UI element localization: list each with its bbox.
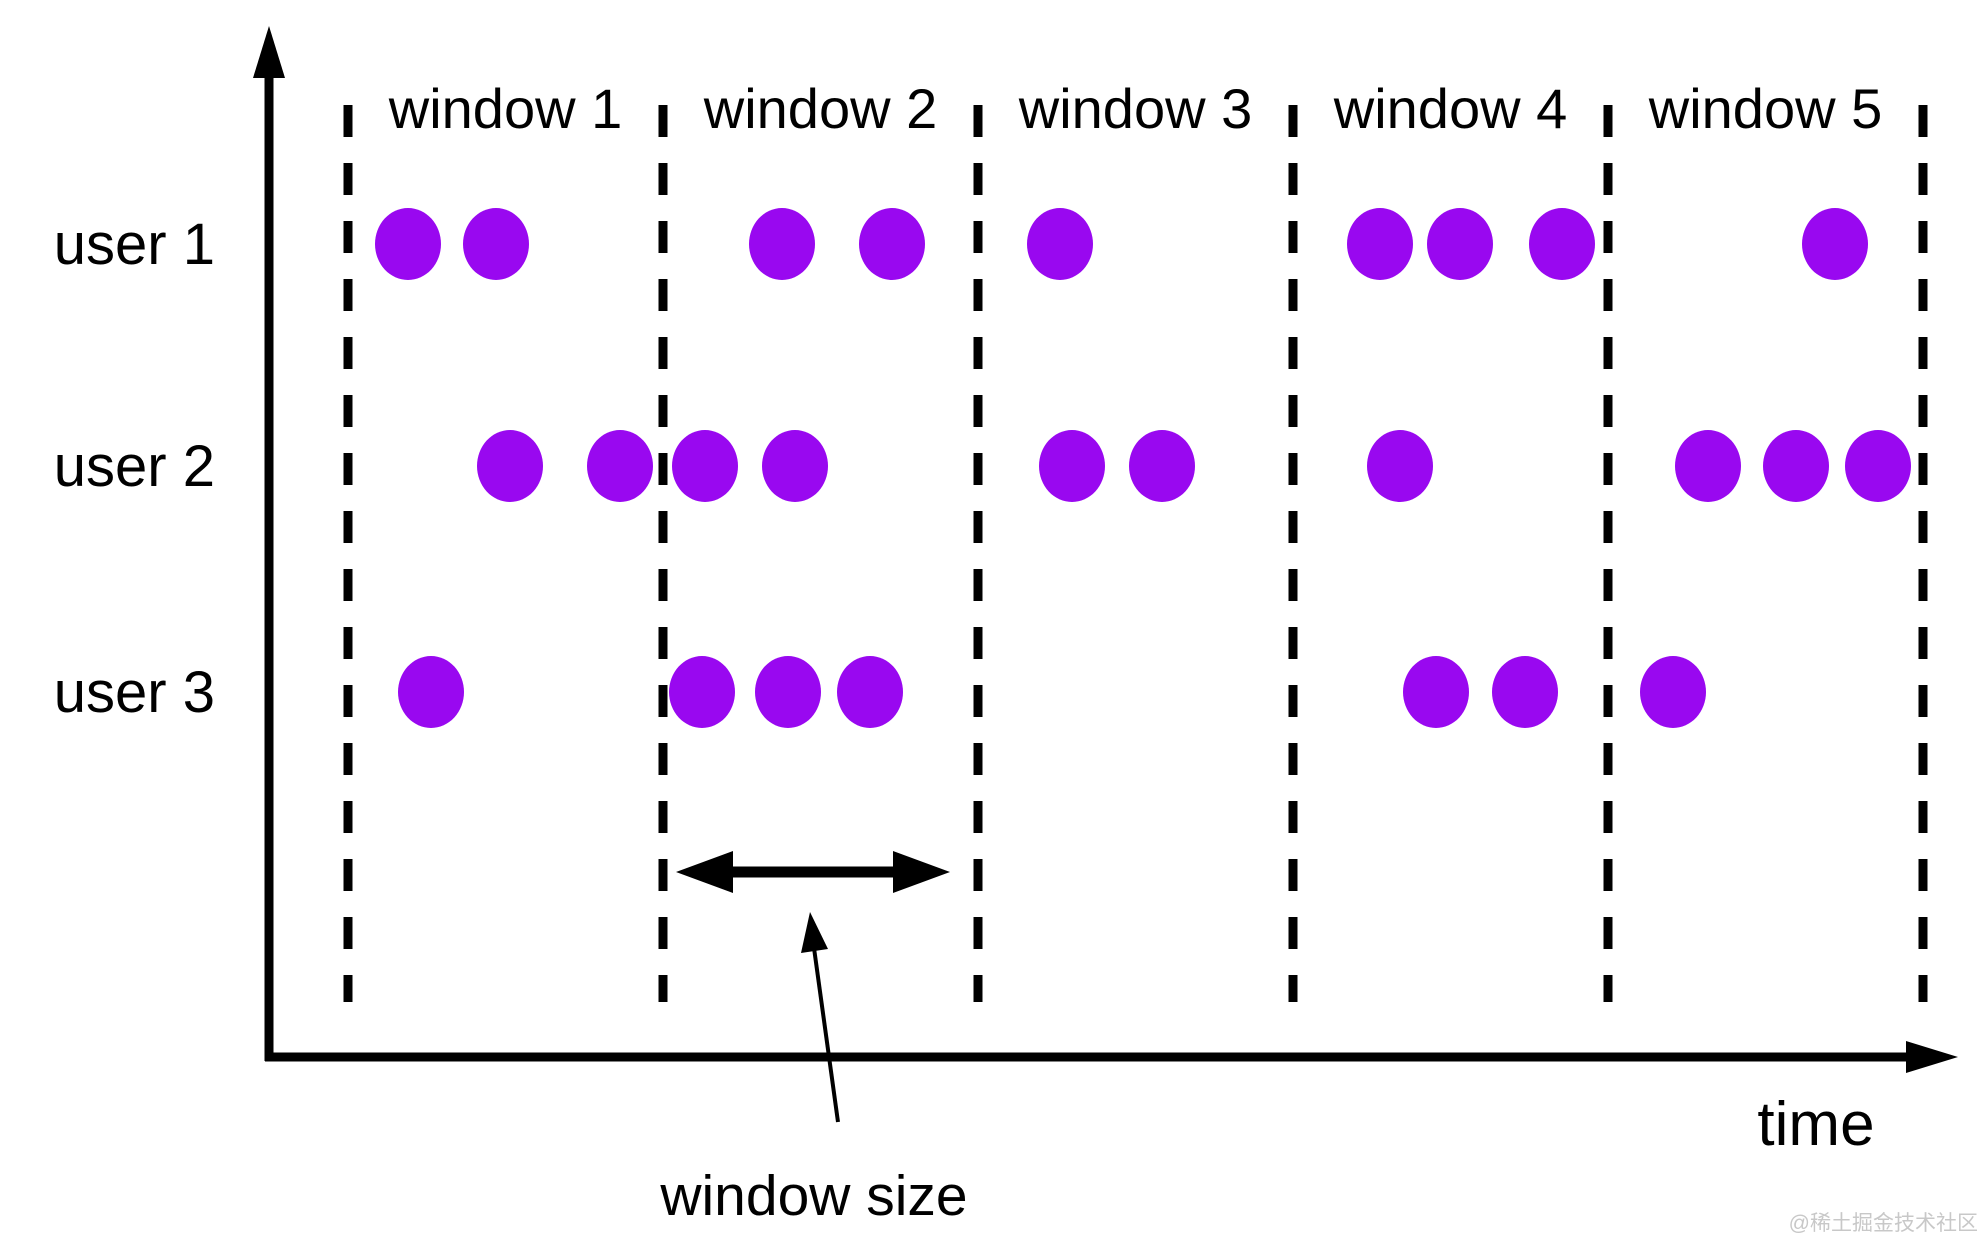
window-label-5: window 5 [1648, 77, 1882, 140]
event-dot-user-1 [1529, 208, 1595, 280]
window-label-2: window 2 [703, 77, 937, 140]
event-dot-user-2 [1129, 430, 1195, 502]
user-label-3: user 3 [54, 660, 215, 725]
window-size-arrow-right-head-icon [893, 851, 950, 893]
x-axis-arrowhead-icon [1906, 1041, 1958, 1073]
event-dot-user-3 [837, 656, 903, 728]
event-dot-user-2 [1367, 430, 1433, 502]
event-dot-user-1 [375, 208, 441, 280]
user-label-2: user 2 [54, 434, 215, 499]
y-axis-arrowhead-icon [253, 26, 285, 78]
window-size-label: window size [659, 1164, 967, 1228]
event-dot-user-1 [1802, 208, 1868, 280]
window-size-arrow-left-head-icon [676, 851, 733, 893]
window-label-1: window 1 [388, 77, 622, 140]
event-dot-user-1 [859, 208, 925, 280]
window-boundaries-group [343, 105, 1928, 1002]
event-dot-user-3 [398, 656, 464, 728]
window-labels-group: window 1 window 2 window 3 window 4 window 5 [388, 77, 1882, 140]
event-dot-user-1 [463, 208, 529, 280]
event-dot-user-3 [669, 656, 735, 728]
event-dot-user-1 [1027, 208, 1093, 280]
event-dots-group [375, 208, 1911, 728]
watermark-text: @稀土掘金技术社区 [1789, 1212, 1978, 1235]
event-dot-user-2 [762, 430, 828, 502]
event-dot-user-2 [587, 430, 653, 502]
window-label-4: window 4 [1333, 77, 1567, 140]
event-dot-user-1 [1427, 208, 1493, 280]
event-dot-user-2 [1039, 430, 1105, 502]
event-dot-user-3 [1403, 656, 1469, 728]
event-dot-user-2 [1675, 430, 1741, 502]
window-size-pointer-line [812, 947, 840, 1123]
event-dot-user-3 [1492, 656, 1558, 728]
event-dot-user-2 [1845, 430, 1911, 502]
event-dot-user-1 [1347, 208, 1413, 280]
event-dot-user-2 [1763, 430, 1829, 502]
user-label-1: user 1 [54, 212, 215, 277]
event-dot-user-1 [749, 208, 815, 280]
event-dot-user-3 [1640, 656, 1706, 728]
window-size-pointer-head-icon [801, 912, 828, 953]
event-dot-user-2 [477, 430, 543, 502]
window-label-3: window 3 [1018, 77, 1252, 140]
event-dot-user-3 [755, 656, 821, 728]
user-labels-group: user 1 user 2 user 3 [54, 212, 215, 725]
event-dot-user-2 [672, 430, 738, 502]
time-axis-label: time [1757, 1090, 1874, 1159]
window-size-annotation: window size [659, 851, 968, 1228]
